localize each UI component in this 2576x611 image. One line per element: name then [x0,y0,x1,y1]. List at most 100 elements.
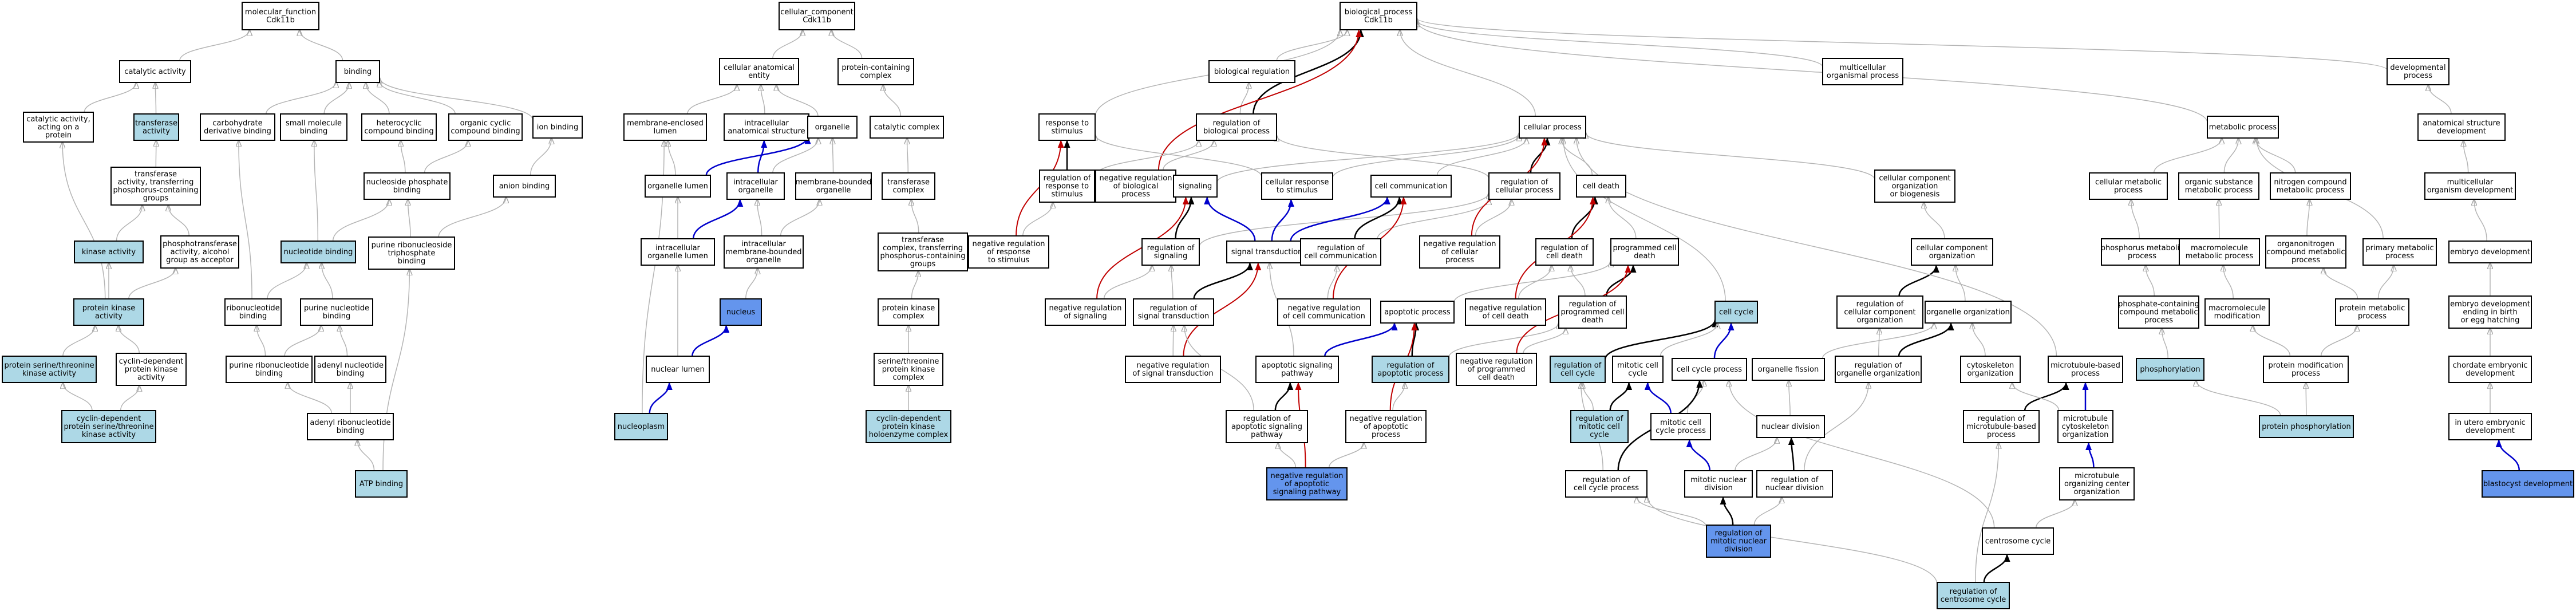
go-term-node[interactable]: kinase activity [74,241,144,263]
go-term-node[interactable]: blastocyst development [2482,470,2574,498]
go-term-node[interactable]: nucleoplasm [614,413,668,440]
go-term-node[interactable]: binding [335,60,380,83]
go-term-node[interactable]: signal transduction [1226,241,1307,263]
go-term-node[interactable]: cell cycle [1714,301,1758,324]
go-term-node[interactable]: catalytic complex [870,116,944,139]
go-term-node[interactable]: ion binding [532,116,583,139]
go-term-node[interactable]: biological regulation [1208,60,1295,83]
go-term-node[interactable]: protein phosphorylation [2259,415,2354,438]
go-term-node[interactable]: apoptotic process [1380,301,1455,324]
go-term-node[interactable]: organelle fission [1752,358,1825,381]
go-term-node[interactable]: signaling [1173,175,1218,198]
go-term-node[interactable]: cell communication [1370,175,1452,198]
go-term-node[interactable]: centrosome cycle [1982,527,2054,555]
go-term-node[interactable]: nuclear division [1756,415,1825,438]
go-term-node[interactable]: nucleotide binding [280,241,356,263]
go-term-node[interactable]: cell death [1576,175,1626,198]
go-term-node[interactable]: ATP binding [355,470,408,498]
go-term-node[interactable]: catalytic activity [119,60,191,83]
go-term-node[interactable]: cell cycle process [1672,358,1747,381]
go-term-node[interactable]: organelle lumen [645,175,711,198]
